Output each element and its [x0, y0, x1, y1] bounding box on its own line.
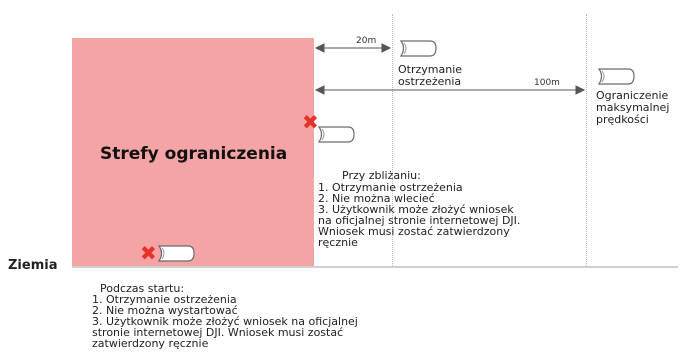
ground-label: Ziemia	[8, 258, 58, 273]
arrow-20m-head-left	[314, 43, 325, 53]
ground-line	[72, 266, 678, 268]
guide-line-100m	[586, 14, 587, 266]
arrow-100m-head-right	[575, 85, 586, 95]
zone-label: Strefy ograniczenia	[100, 144, 288, 164]
guide-line-20m	[392, 14, 393, 266]
arrow-20m-head-right	[381, 43, 392, 53]
drone-icon	[399, 40, 437, 57]
x-mark-icon: ✖	[302, 110, 319, 134]
arrow-100m-head-left	[314, 85, 325, 95]
distance-20m-label: 20m	[356, 36, 377, 46]
warning-caption: Otrzymanie ostrzeżenia	[398, 63, 463, 88]
distance-100m-label: 100m	[534, 78, 560, 88]
restricted-zone	[72, 38, 314, 267]
drone-icon	[597, 68, 635, 85]
approach-title: Przy zbliżaniu:	[342, 169, 421, 182]
x-mark-icon: ✖	[140, 241, 157, 265]
approach-text: 1. Otrzymanie ostrzeżenia 2. Nie można w…	[318, 181, 521, 249]
takeoff-title: Podczas startu:	[100, 282, 185, 295]
max-speed-caption: Ograniczenie maksymalnej prędkości	[596, 89, 670, 126]
takeoff-text: 1. Otrzymanie ostrzeżenia 2. Nie można w…	[92, 293, 358, 350]
drone-icon	[317, 126, 355, 143]
drone-icon	[157, 245, 195, 262]
